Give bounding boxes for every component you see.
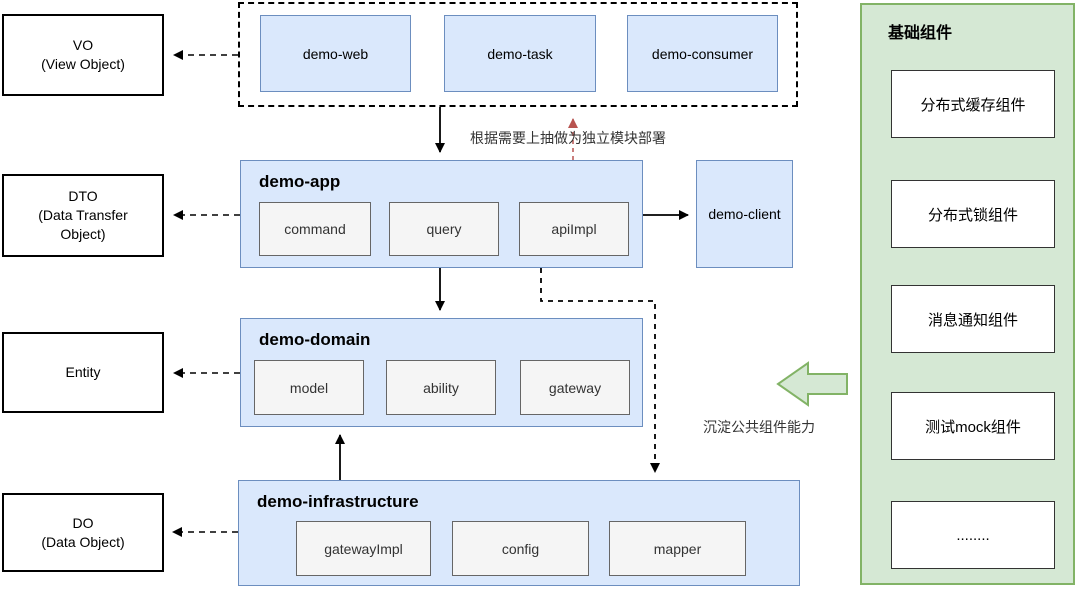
node-mapper: mapper <box>609 521 746 576</box>
node-apiimpl: apiImpl <box>519 202 629 256</box>
node-config: config <box>452 521 589 576</box>
component-message-notify: 消息通知组件 <box>891 285 1055 353</box>
node-ability: ability <box>386 360 496 415</box>
layer-demo-app-title: demo-app <box>259 172 341 191</box>
layer-demo-domain-title: demo-domain <box>259 330 371 349</box>
layer-demo-domain: demo-domain model ability gateway <box>240 318 643 427</box>
component-distributed-cache: 分布式缓存组件 <box>891 70 1055 138</box>
green-block-arrow-left-icon <box>776 361 848 407</box>
node-gateway: gateway <box>520 360 630 415</box>
layer-demo-infrastructure: demo-infrastructure gatewayImpl config m… <box>238 480 800 586</box>
node-entity: Entity <box>2 332 164 413</box>
component-test-mock: 测试mock组件 <box>891 392 1055 460</box>
node-vo: VO (View Object) <box>2 14 164 96</box>
node-model: model <box>254 360 364 415</box>
note-deploy-independently: 根据需要上抽做为独立模块部署 <box>470 130 666 146</box>
note-sink-common-components: 沉淀公共组件能力 <box>703 419 815 435</box>
basic-components-panel: 基础组件 分布式缓存组件 分布式锁组件 消息通知组件 测试mock组件 ....… <box>860 3 1075 585</box>
component-ellipsis: ........ <box>891 501 1055 569</box>
layer-demo-infrastructure-title: demo-infrastructure <box>257 492 419 511</box>
component-distributed-lock: 分布式锁组件 <box>891 180 1055 248</box>
node-demo-task: demo-task <box>444 15 596 92</box>
node-command: command <box>259 202 371 256</box>
adapter-group-container <box>238 2 798 107</box>
basic-components-panel-title: 基础组件 <box>888 25 953 42</box>
node-query: query <box>389 202 499 256</box>
node-do: DO (Data Object) <box>2 493 164 572</box>
node-dto: DTO (Data Transfer Object) <box>2 174 164 257</box>
node-demo-client: demo-client <box>696 160 793 268</box>
node-gatewayimpl: gatewayImpl <box>296 521 431 576</box>
node-demo-web: demo-web <box>260 15 411 92</box>
layer-demo-app: demo-app command query apiImpl <box>240 160 643 268</box>
node-demo-consumer: demo-consumer <box>627 15 778 92</box>
